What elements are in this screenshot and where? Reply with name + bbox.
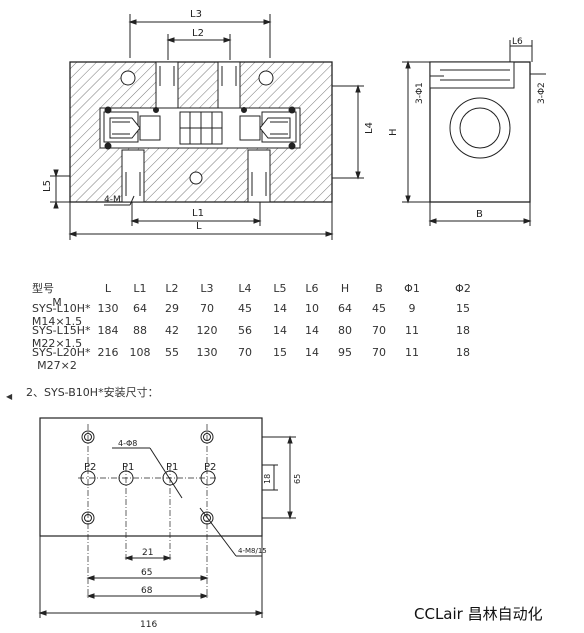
table-cell: 18 xyxy=(456,324,470,337)
table-cell: 70 xyxy=(200,302,214,315)
table-cell: 14 xyxy=(273,302,287,315)
table-cell: 29 xyxy=(165,302,179,315)
table-cell: 130 xyxy=(196,346,218,359)
table-cell: 70 xyxy=(372,346,386,359)
table-cell: 64 xyxy=(338,302,352,315)
table-row: SYS-L15H* 184 88 42 120 56 14 14 80 70 1… xyxy=(22,324,562,350)
table-cell: SYS-L10H* xyxy=(32,302,91,315)
section-title: 2、SYS-B10H*安装尺寸： xyxy=(26,386,159,399)
table-header: L2 xyxy=(165,281,179,295)
port-p2-right: P2 xyxy=(204,462,216,473)
table-cell: 14 xyxy=(305,324,319,337)
hole-note: 4-Φ8 xyxy=(118,439,137,448)
table-header: Φ2 xyxy=(455,281,471,295)
table-cell: 120 xyxy=(196,324,218,337)
table-header: L3 xyxy=(200,281,214,295)
port-p1-right: P1 xyxy=(166,462,178,473)
table-header-row: 型号 L L1 L2 L3 L4 L5 L6 H B Φ1 Φ2 M xyxy=(22,280,562,310)
table-cell: 14 xyxy=(305,346,319,359)
table-cell: 18 xyxy=(456,346,470,359)
table-cell: M14×1.5 xyxy=(31,315,83,328)
port-p1-left: P1 xyxy=(122,462,134,473)
dim-l5: L5 xyxy=(42,180,53,192)
table-cell: 42 xyxy=(165,324,179,337)
table-cell: 14 xyxy=(273,324,287,337)
dim-21: 21 xyxy=(142,548,153,558)
table-cell: 45 xyxy=(238,302,252,315)
dim-b: B xyxy=(476,209,483,220)
front-section-view xyxy=(50,14,364,240)
table-cell: 55 xyxy=(165,346,179,359)
dim-65-vertical: 65 xyxy=(293,474,302,484)
dim-l2: L2 xyxy=(192,28,204,39)
mounting-labels: P2 P1 P1 P2 4-Φ8 4-M8/15 21 65 68 116 18… xyxy=(84,439,302,630)
dim-h: H xyxy=(388,128,399,136)
table-cell: 64 xyxy=(133,302,147,315)
table-cell: 216 xyxy=(97,346,119,359)
dim-l1: L1 xyxy=(192,208,204,219)
dim-116: 116 xyxy=(140,620,157,630)
table-cell: M27×2 xyxy=(37,359,77,372)
brand-watermark: CCLair 昌林自动化 xyxy=(414,605,543,623)
table-cell: 11 xyxy=(405,346,419,359)
table-header: L5 xyxy=(273,281,287,295)
table-header: L4 xyxy=(238,281,252,295)
dim-phi2: 3-Φ2 xyxy=(537,82,547,104)
table-header: L xyxy=(104,281,112,295)
table-row: SYS-L10H* 130 64 29 70 45 14 10 64 45 9 … xyxy=(22,302,562,328)
table-cell: 15 xyxy=(273,346,287,359)
table-header: Φ1 xyxy=(404,281,420,295)
table-cell: 45 xyxy=(372,302,386,315)
table-cell: 56 xyxy=(238,324,252,337)
table-cell: 88 xyxy=(133,324,147,337)
table-cell: 184 xyxy=(97,324,119,337)
table-cell: 70 xyxy=(238,346,252,359)
port-p2-left: P2 xyxy=(84,462,96,473)
dim-l4: L4 xyxy=(364,122,375,134)
table-cell: SYS-L20H* xyxy=(32,346,91,359)
side-view-labels: H B L6 3-Φ1 3-Φ2 xyxy=(388,37,547,220)
dim-l6: L6 xyxy=(512,37,523,47)
table-header: B xyxy=(375,281,383,295)
table-row: SYS-L20H* 216 108 55 130 70 15 14 95 70 … xyxy=(22,346,562,372)
table-header: H xyxy=(340,281,350,295)
dim-l: L xyxy=(196,221,202,232)
table-cell: SYS-L15H* xyxy=(32,324,91,337)
dim-4m: 4-M xyxy=(104,195,121,205)
table-cell: 130 xyxy=(97,302,119,315)
table-cell: 108 xyxy=(129,346,151,359)
thread-note: 4-M8/15 xyxy=(238,547,267,555)
dim-68: 68 xyxy=(141,586,153,596)
spec-table: 型号 L L1 L2 L3 L4 L5 L6 H B Φ1 Φ2 M SYS-L… xyxy=(22,280,562,373)
collapse-arrow-icon[interactable]: ◀ xyxy=(6,392,13,401)
table-header: M xyxy=(52,296,62,309)
dim-65: 65 xyxy=(141,568,152,578)
table-cell: 70 xyxy=(372,324,386,337)
dim-l3: L3 xyxy=(190,9,202,20)
table-cell: 15 xyxy=(456,302,470,315)
table-cell: 10 xyxy=(305,302,319,315)
table-cell: 11 xyxy=(405,324,419,337)
table-header: L1 xyxy=(133,281,147,295)
mounting-drawing xyxy=(38,417,296,618)
front-view-labels: L3 L2 L1 L L4 L5 4-M xyxy=(42,9,375,232)
dim-phi1: 3-Φ1 xyxy=(415,82,425,104)
table-header: L6 xyxy=(305,281,319,295)
table-cell: 9 xyxy=(408,302,416,315)
side-view xyxy=(402,40,546,226)
dim-18: 18 xyxy=(263,474,272,484)
table-header: 型号 xyxy=(32,282,54,295)
table-cell: 95 xyxy=(338,346,352,359)
table-cell: 80 xyxy=(338,324,352,337)
table-cell: M22×1.5 xyxy=(31,337,83,350)
